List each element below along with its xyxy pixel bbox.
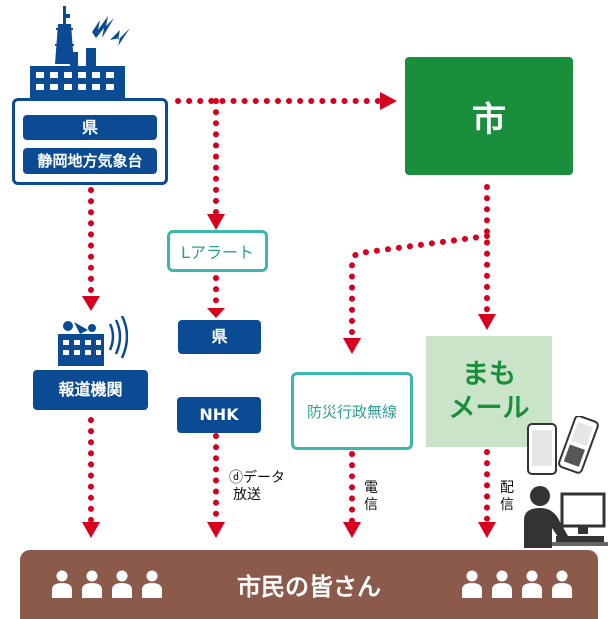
people-icon	[492, 570, 512, 598]
city-box: 市	[405, 57, 573, 175]
media-box: 報道機関	[33, 370, 148, 410]
arrowhead-pref-small	[207, 308, 225, 318]
arrowhead-media-citizens	[82, 522, 100, 538]
disaster-radio-box: 防災行政無線	[291, 372, 413, 450]
people-icon	[82, 570, 102, 598]
arrowhead-mail-citizens	[478, 522, 496, 538]
broadcast-tower-icon	[30, 6, 130, 102]
arrowhead-nhk-citizens	[207, 522, 225, 538]
people-icons-left	[50, 570, 164, 598]
mobile-phones-icon	[527, 416, 599, 475]
citizens-bar: 市民の皆さん	[20, 550, 598, 619]
people-icon	[522, 570, 542, 598]
data-broadcast-line1: ⓓデータ	[229, 470, 285, 486]
mamo-mail-line2: メール	[448, 392, 530, 424]
mamo-mail-line1: まも	[462, 358, 516, 390]
data-broadcast-label: ⓓデータ 放送	[229, 470, 285, 504]
prefecture-label: 県	[23, 115, 157, 140]
meteorological-label: 静岡地方気象台	[23, 148, 157, 174]
delivery-label: 配 信	[500, 480, 514, 513]
arrowhead-lalert	[207, 214, 225, 230]
media-building-icon	[58, 316, 128, 366]
l-alert-box: Lアラート	[167, 230, 268, 272]
arrowhead-bousai-citizens	[343, 522, 361, 538]
people-icon	[142, 570, 162, 598]
arrowhead-mamo	[478, 314, 496, 330]
data-broadcast-line2: 放送	[233, 487, 261, 503]
person-at-computer-icon	[524, 486, 608, 548]
people-icons-right	[460, 570, 574, 598]
telegraph-label: 電 信	[364, 480, 378, 513]
people-icon	[112, 570, 132, 598]
prefecture-small-box: 県	[178, 320, 261, 354]
nhk-box: NHK	[177, 397, 261, 433]
people-icon	[52, 570, 72, 598]
people-icon	[552, 570, 572, 598]
citizens-label: 市民の皆さん	[237, 573, 381, 601]
arrowhead-city	[380, 92, 397, 110]
prefecture-meteorological-box: 県 静岡地方気象台	[12, 98, 168, 185]
arrowhead-media	[82, 296, 100, 311]
arrowhead-bousai	[343, 338, 361, 354]
people-icon	[462, 570, 482, 598]
arrow-city-to-bousai	[349, 233, 490, 341]
